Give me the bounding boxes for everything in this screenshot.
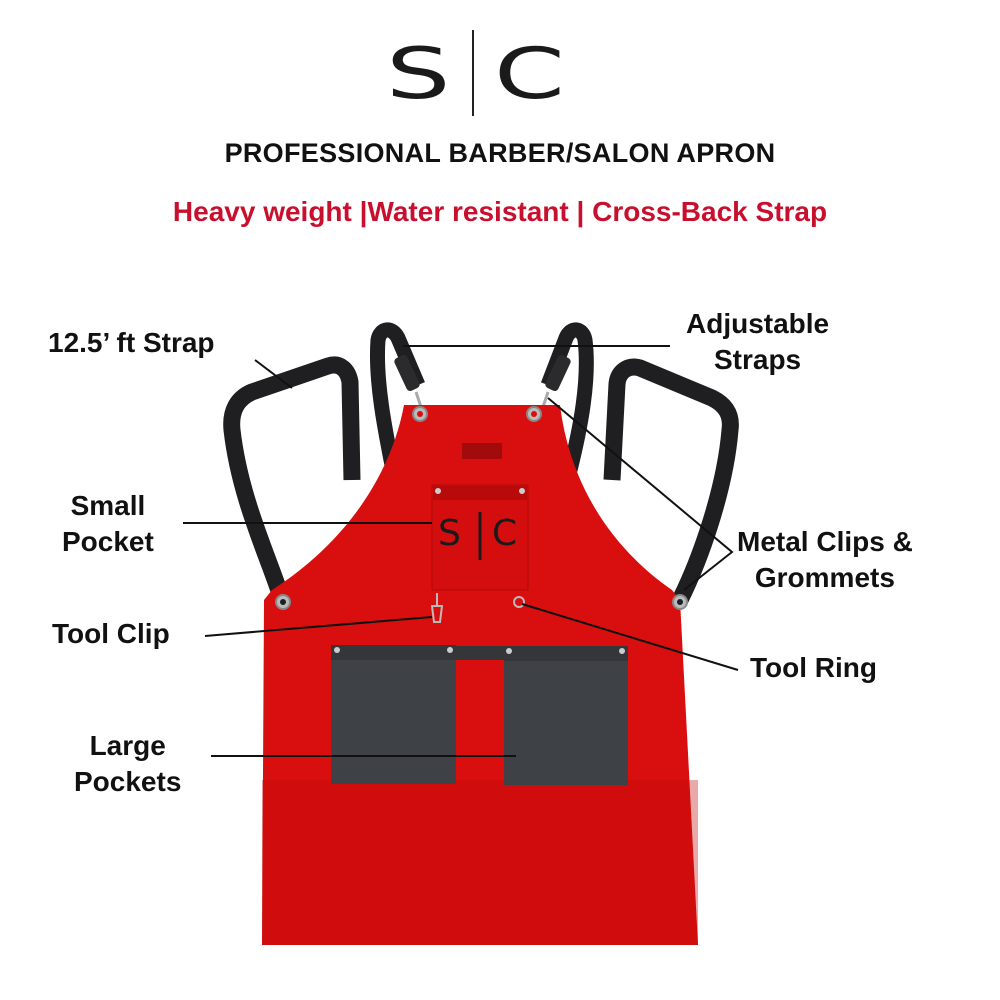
callout-strap-length: 12.5’ ft Strap xyxy=(48,327,215,358)
logo-letter-s: S xyxy=(386,33,451,115)
callout-tool-clip: Tool Clip xyxy=(52,618,170,649)
callout-leader-lines xyxy=(183,345,739,757)
left-outer-strap xyxy=(223,356,361,603)
product-title: PROFESSIONAL BARBER/SALON APRON xyxy=(224,138,776,168)
callout-tool-ring: Tool Ring xyxy=(750,652,877,683)
apron-body xyxy=(262,405,698,945)
large-pocket-left xyxy=(331,645,456,784)
callout-adjustable-straps: Adjustable Straps xyxy=(686,308,830,375)
callout-large-pockets: Large Pockets xyxy=(74,730,182,797)
brand-logo: S C xyxy=(386,30,565,118)
large-pocket-right xyxy=(504,646,628,785)
svg-text:S: S xyxy=(438,513,461,554)
product-features: Heavy weight |Water resistant | Cross-Ba… xyxy=(172,196,828,227)
right-outer-strap xyxy=(603,358,739,604)
svg-text:C: C xyxy=(492,513,517,554)
logo-letter-c: C xyxy=(494,33,565,115)
callout-metal-clips: Metal Clips & Grommets xyxy=(737,526,913,593)
logo-divider xyxy=(472,30,474,116)
callout-small-pocket: Small Pocket xyxy=(62,490,154,557)
left-neck-strap xyxy=(370,322,425,472)
